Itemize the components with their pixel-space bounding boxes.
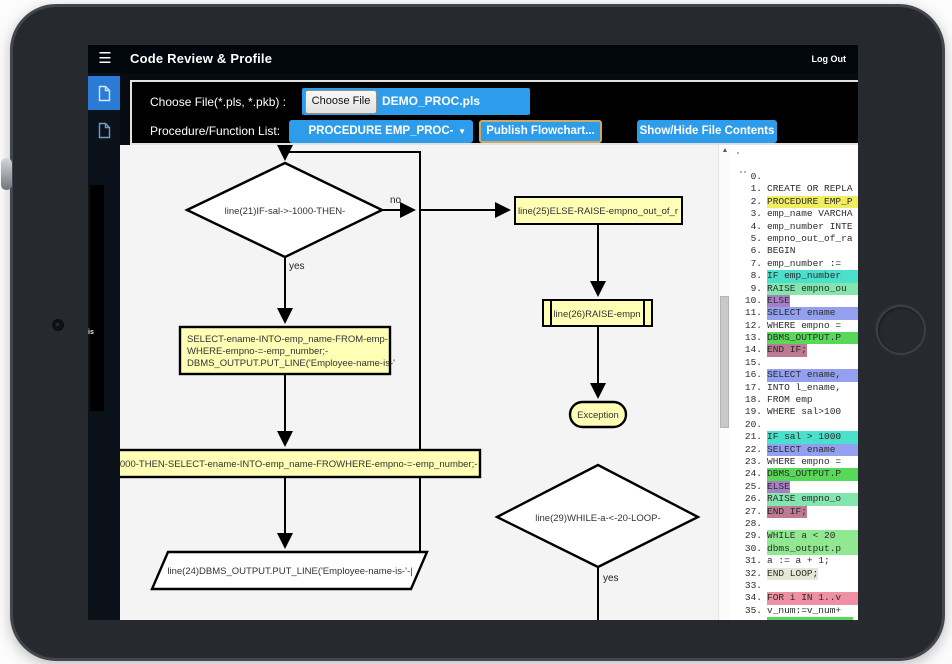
io-out24	[150, 550, 429, 591]
app-header: ☰ Code Review & Profile Log Out	[88, 45, 858, 73]
process-select-line3: DBMS_OUTPUT.PUT_LINE('Employee-name-is-'	[187, 358, 395, 369]
procedure-list-label: Procedure/Function List:	[150, 124, 281, 138]
process-select-line2: WHERE-empno-=-emp_number;-	[187, 346, 328, 357]
file-icon	[98, 85, 110, 101]
decision-while29	[494, 463, 701, 569]
code-line: 23.WHERE empno =	[744, 455, 842, 467]
process-else25-label: line(25)ELSE-RAISE-empno_out_of_r	[518, 206, 678, 217]
sidebar-item-file-2[interactable]	[88, 113, 120, 147]
page-title: Code Review & Profile	[130, 51, 273, 66]
choose-file-button[interactable]: Choose File	[305, 90, 377, 114]
process-select	[178, 325, 392, 376]
publish-flowchart-button[interactable]: Publish Flowchart...	[479, 120, 602, 143]
code-line: 10.ELSE	[744, 294, 790, 308]
code-line: 20.	[744, 418, 762, 430]
predefined-raise26-label: line(26)RAISE-empn	[553, 309, 640, 320]
code-line: 4.emp_number INTE	[750, 220, 853, 232]
code-line: 26.RAISE empno_o	[730, 493, 858, 506]
terminator-exception	[568, 400, 628, 429]
procedure-select[interactable]: PROCEDURE EMP_PROC- ▼	[289, 120, 473, 143]
code-line: 18.FROM emp	[744, 394, 813, 406]
code-line: 11.SELECT ename	[730, 307, 858, 320]
code-line: 30.dbms_output.p	[730, 542, 858, 556]
file-toolbar: Choose File(*.pls, *.pkb) : Choose File …	[130, 80, 858, 145]
artifact-dot	[740, 171, 742, 173]
code-line: 19.WHERE sal>100	[744, 406, 842, 418]
file-input[interactable]: Choose File DEMO_PROC.pls	[302, 88, 530, 115]
code-line: 3.emp_name VARCHA	[750, 208, 853, 220]
decision-while29-label: line(29)WHILE-a-<-20-LOOP-	[535, 513, 660, 524]
process-1000then	[120, 448, 482, 479]
sidebar-item-file-1[interactable]	[88, 76, 120, 110]
code-line: 32.END LOOP;	[744, 567, 819, 580]
sidebar: is	[88, 73, 120, 620]
procedure-select-value: PROCEDURE EMP_PROC-	[308, 125, 454, 137]
code-line: 13.DBMS_OUTPUT.P	[730, 332, 858, 345]
code-line: 31.a := a + 1;	[744, 555, 830, 567]
tablet-camera	[51, 318, 65, 332]
code-scrollbar[interactable]: ▲	[718, 145, 730, 620]
hamburger-menu-icon[interactable]: ☰	[98, 50, 112, 67]
edge-label-yes1: yes	[289, 261, 305, 272]
code-line: 29.WHILE a < 20	[730, 530, 858, 543]
flowchart-svg: line(21)IF-sal->-1000-THEN- no yes line(…	[120, 145, 701, 620]
code-line: 7.emp_number :=	[750, 257, 842, 269]
code-line: 5.empno_out_of_ra	[750, 232, 853, 244]
code-line: 0.	[750, 171, 762, 182]
code-line: 12.WHERE empno =	[744, 319, 842, 331]
code-line: 24.DBMS_OUTPUT.P	[730, 468, 858, 481]
code-line: 27.END IF;	[744, 505, 807, 518]
code-line: 33.	[744, 579, 762, 591]
code-line: 21.IF sal > 1000	[730, 431, 858, 444]
process-else25	[514, 196, 683, 225]
process-select-line1: SELECT-ename-INTO-emp_name-FROM-emp-	[187, 334, 388, 345]
code-line	[730, 617, 858, 620]
edge-loopback	[277, 145, 421, 552]
code-line: 34.FOR i IN 1..v	[730, 592, 858, 605]
app-screen: ☰ Code Review & Profile Log Out is Choos…	[88, 45, 858, 620]
edge-label-no: no	[390, 195, 402, 206]
flowchart-canvas: line(21)IF-sal->-1000-THEN- no yes line(…	[120, 145, 718, 620]
code-line: 16.SELECT ename,	[730, 369, 858, 382]
collapsed-panel-edge	[90, 185, 104, 411]
code-line: 1.CREATE OR REPLA	[750, 183, 853, 195]
process-1000then-label: 1000-THEN-SELECT-ename-INTO-emp_name-FRO…	[120, 459, 477, 470]
code-line: 25.ELSE	[744, 480, 790, 494]
file-icon	[98, 122, 110, 138]
code-line: 14.END IF;	[744, 344, 807, 357]
code-line: 15.	[744, 356, 762, 368]
edge-label-yes2: yes	[603, 573, 619, 584]
decision-if21	[184, 161, 385, 259]
scrollbar-thumb[interactable]	[720, 296, 729, 428]
logout-button[interactable]: Log Out	[811, 54, 847, 64]
code-line: 22.SELECT ename	[730, 443, 858, 456]
decision-if21-label: line(21)IF-sal->-1000-THEN-	[225, 206, 346, 217]
stray-text: is	[88, 329, 94, 336]
code-line: 8.IF emp_number	[730, 270, 858, 283]
code-line: 17.INTO l_ename,	[744, 381, 842, 393]
chevron-down-icon: ▼	[458, 127, 466, 136]
artifact-dot	[744, 171, 746, 173]
scroll-up-arrow[interactable]: ▲	[721, 147, 729, 154]
choose-file-label: Choose File(*.pls, *.pkb) :	[150, 95, 287, 109]
code-line: 35.v_num:=v_num+	[744, 604, 842, 616]
tablet-home-button[interactable]	[876, 305, 926, 355]
tablet-side-button	[1, 158, 12, 190]
toggle-file-contents-button[interactable]: Show/Hide File Contents	[637, 120, 777, 143]
code-line: 2.PROCEDURE EMP_P	[730, 195, 858, 209]
code-line: 9.RAISE empno_ou	[730, 282, 858, 295]
code-line: 6.BEGIN	[750, 245, 796, 257]
artifact-dot	[737, 152, 739, 154]
predefined-raise26	[542, 299, 653, 327]
io-out24-label: line(24)DBMS_OUTPUT.PUT_LINE('Employee-n…	[167, 566, 412, 577]
code-line: 28.	[744, 517, 762, 529]
selected-file-name: DEMO_PROC.pls	[382, 94, 481, 108]
terminator-exception-label: Exception	[577, 410, 619, 421]
